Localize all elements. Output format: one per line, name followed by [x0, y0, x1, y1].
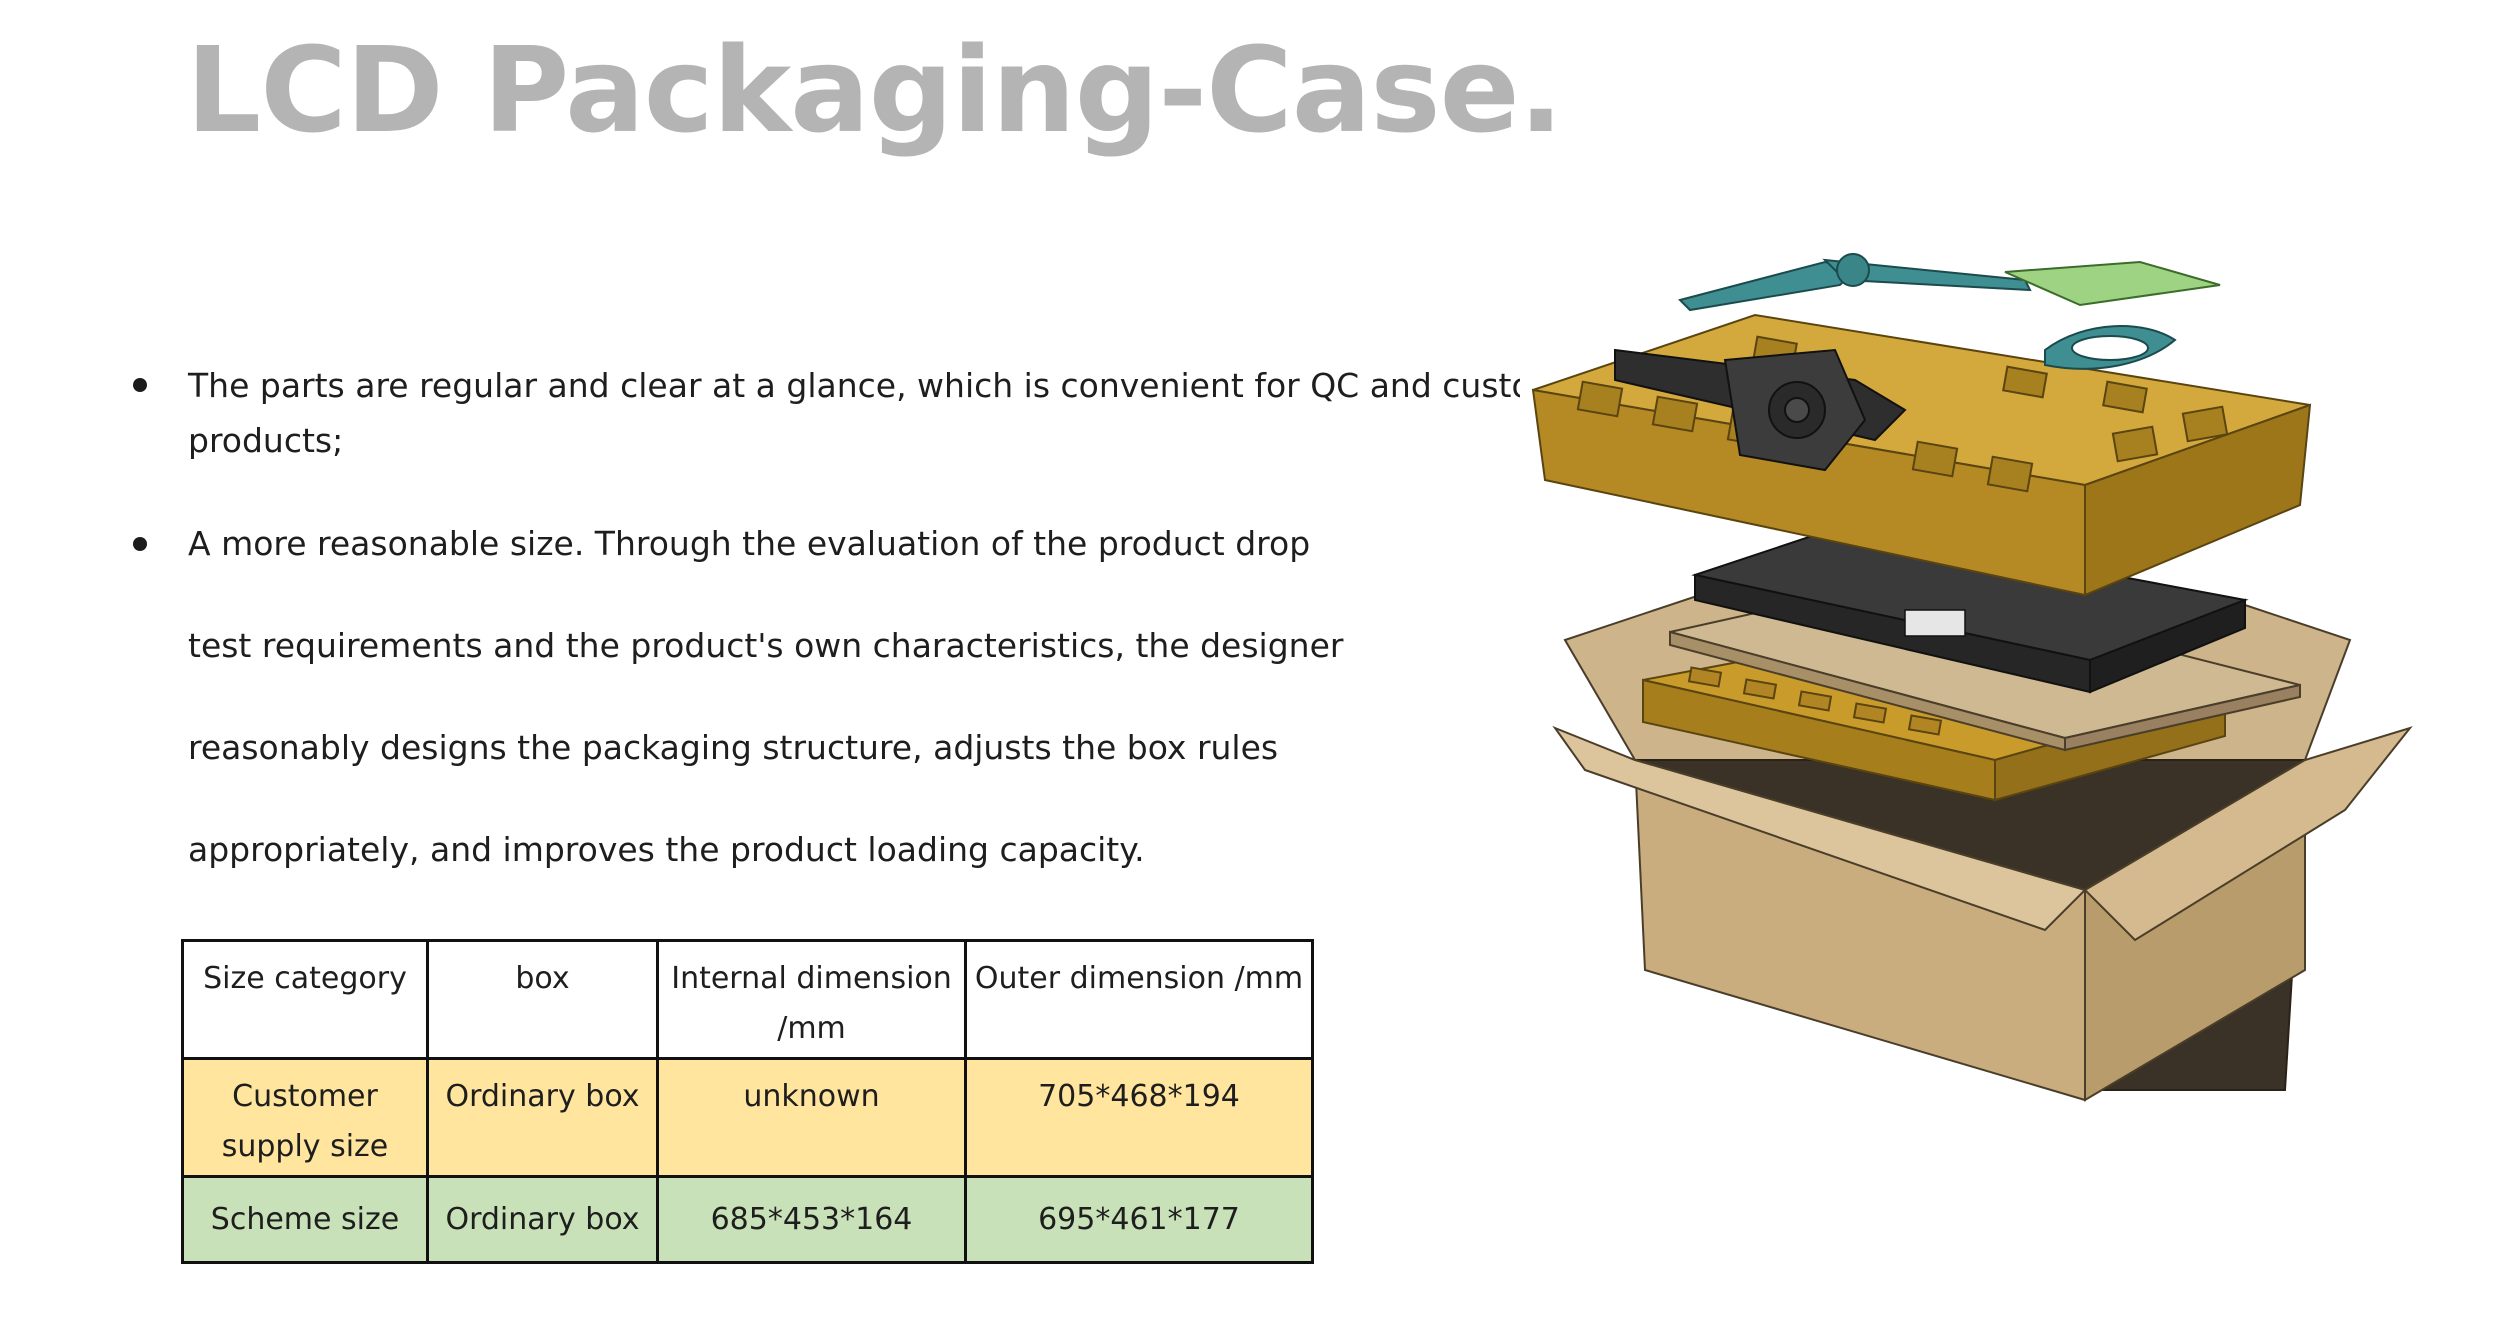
table-cell: 695*461*177	[964, 1175, 1314, 1264]
table-header-cell: Internal dimension /mm	[656, 939, 967, 1060]
table-header-cell: box	[426, 939, 659, 1060]
table-cell: Ordinary box	[426, 1057, 659, 1178]
bullet-list: The parts are regular and clear at a gla…	[0, 0, 1520, 900]
page-title: LCD Packaging-Case.	[186, 21, 1563, 159]
monitor-panel	[1691, 523, 2249, 694]
bullet-2-line-3: reasonably designs the packaging structu…	[188, 728, 1279, 767]
bullet-2-line-4: appropriately, and improves the product …	[188, 830, 1145, 869]
bullet-dot-2	[133, 537, 147, 551]
table-header-cell: Size category	[181, 939, 429, 1060]
table-cell: Scheme size	[181, 1175, 429, 1264]
table-cell: Customer supply size	[181, 1057, 429, 1178]
size-comparison-table: Size category box Internal dimension /mm…	[181, 939, 1314, 1264]
table-row: Customer supply size Ordinary box unknow…	[181, 1057, 1314, 1178]
table-cell: 685*453*164	[656, 1175, 967, 1264]
green-board	[2004, 260, 2221, 307]
table-cell: Ordinary box	[426, 1175, 659, 1264]
bullet-dot-1	[133, 378, 147, 392]
table-row: Scheme size Ordinary box 685*453*164 695…	[181, 1175, 1314, 1264]
teal-stand-base	[1678, 253, 2177, 370]
table-header-row: Size category box Internal dimension /mm…	[181, 939, 1314, 1060]
table-cell: unknown	[656, 1057, 967, 1178]
table-header-cell: Outer dimension /mm	[964, 939, 1314, 1060]
bullet-2-line-1: A more reasonable size. Through the eval…	[188, 524, 1311, 563]
exploded-packaging-illustration	[1531, 253, 2413, 1102]
table-cell: 705*468*194	[964, 1057, 1314, 1178]
bullet-1-line-2: products;	[188, 421, 344, 460]
bullet-2-line-2: test requirements and the product's own …	[188, 626, 1344, 665]
bullet-1-line-1: The parts are regular and clear at a gla…	[188, 366, 1520, 405]
top-pulp-tray	[1531, 313, 2312, 597]
